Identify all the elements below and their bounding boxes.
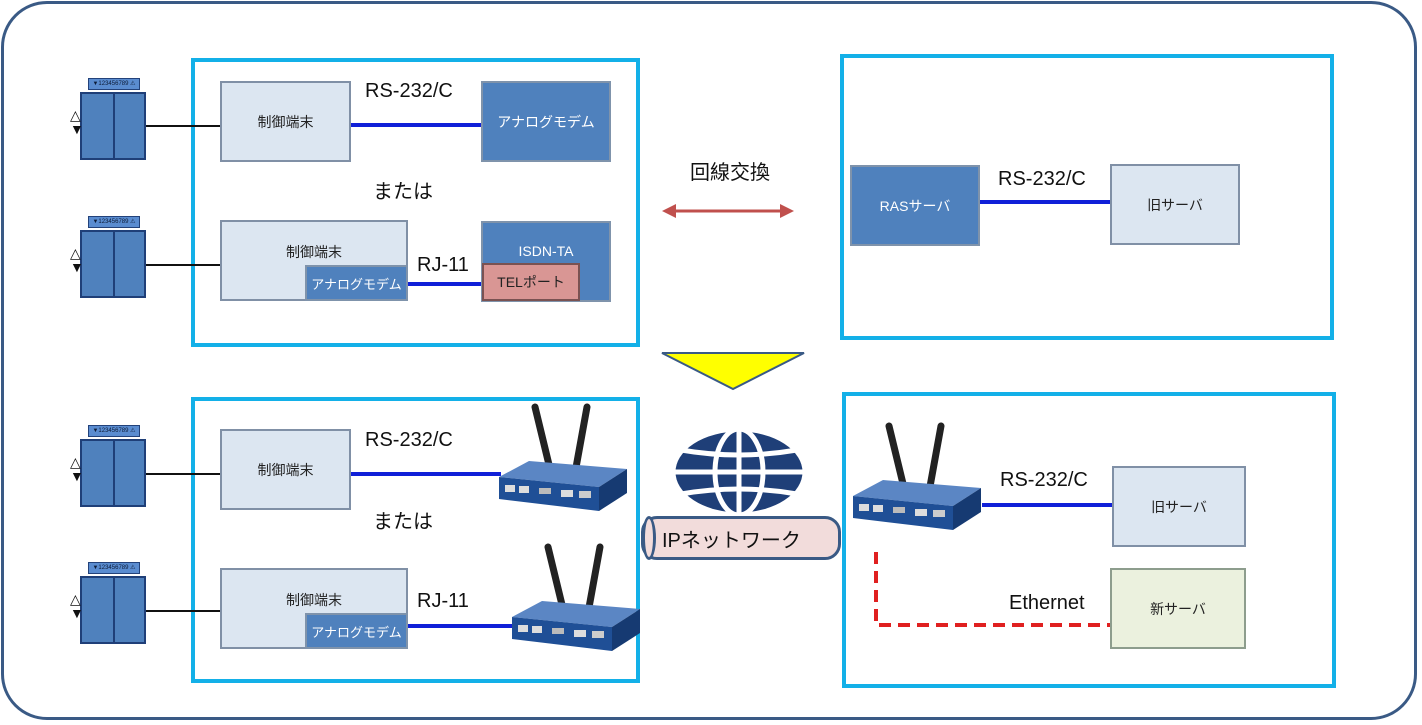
or-label: または: [373, 181, 433, 203]
tel-port: TELポート: [482, 263, 580, 301]
rs232-link: [351, 472, 501, 476]
or-label: または: [373, 511, 433, 533]
rs232-label: RS-232/C: [365, 429, 453, 451]
router-icon: [512, 543, 640, 651]
rj11-label: RJ-11: [417, 590, 469, 612]
double-arrow-icon: [662, 204, 794, 218]
new-server-group: [842, 392, 1336, 688]
device-tag: ▼123456789 ⚠: [88, 216, 140, 228]
rs232-link: [351, 123, 482, 127]
exchange-label: 回線交換: [690, 162, 770, 184]
old-server: 旧サーバ: [1112, 466, 1246, 547]
field-device-icon: ▼123456789 ⚠ △▼: [70, 562, 148, 652]
rs232-label: RS-232/C: [998, 168, 1086, 190]
field-device-icon: ▼123456789 ⚠ △▼: [70, 78, 148, 168]
device-link: [146, 473, 222, 475]
ethernet-link: [874, 552, 1114, 627]
field-device-icon: ▼123456789 ⚠ △▼: [70, 216, 148, 306]
device-tag: ▼123456789 ⚠: [88, 425, 140, 437]
ethernet-label: Ethernet: [1009, 592, 1085, 614]
rs232-link: [980, 200, 1112, 204]
internal-analog-modem: アナログモデム: [305, 265, 408, 301]
rs232-label: RS-232/C: [1000, 469, 1088, 491]
rs232-label: RS-232/C: [365, 80, 453, 102]
ip-network-label: IPネットワーク: [641, 516, 841, 560]
rj11-link: [408, 282, 484, 286]
old-server: 旧サーバ: [1110, 164, 1240, 245]
rj11-link: [408, 624, 512, 628]
field-device-icon: ▼123456789 ⚠ △▼: [70, 425, 148, 515]
device-link: [146, 264, 222, 266]
rs232-link: [982, 503, 1112, 507]
ras-server: RASサーバ: [850, 165, 980, 246]
device-link: [146, 610, 222, 612]
router-icon: [853, 422, 981, 530]
control-terminal: 制御端末: [220, 81, 351, 162]
device-tag: ▼123456789 ⚠: [88, 562, 140, 574]
analog-modem: アナログモデム: [481, 81, 611, 162]
globe-icon: [671, 428, 807, 516]
internal-analog-modem: アナログモデム: [305, 613, 408, 649]
down-triangle-icon: [661, 352, 805, 391]
router-icon: [499, 403, 627, 511]
legacy-server-group: [840, 54, 1334, 340]
control-terminal: 制御端末: [220, 429, 351, 510]
new-server: 新サーバ: [1110, 568, 1246, 649]
device-link: [146, 125, 222, 127]
rj11-label: RJ-11: [417, 254, 469, 276]
device-tag: ▼123456789 ⚠: [88, 78, 140, 90]
